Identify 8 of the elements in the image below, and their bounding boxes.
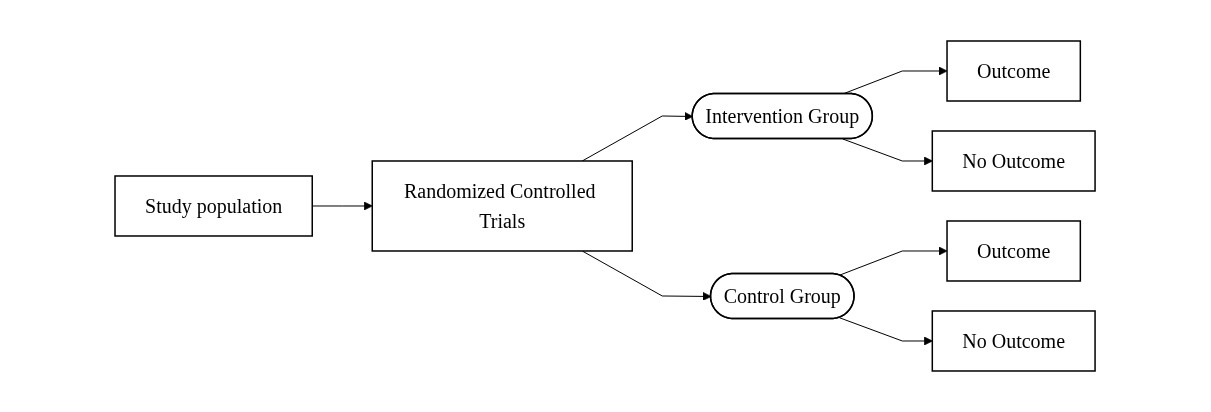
arrow	[839, 246, 948, 276]
node-box: No Outcome	[932, 310, 1097, 372]
node-box: Randomized Controlled Trials	[371, 160, 634, 252]
arrow	[582, 250, 712, 301]
node-box: Study population	[114, 175, 314, 237]
node-box: No Outcome	[932, 130, 1097, 192]
node-box: Outcome	[946, 40, 1082, 102]
node-box: Outcome	[946, 220, 1082, 282]
